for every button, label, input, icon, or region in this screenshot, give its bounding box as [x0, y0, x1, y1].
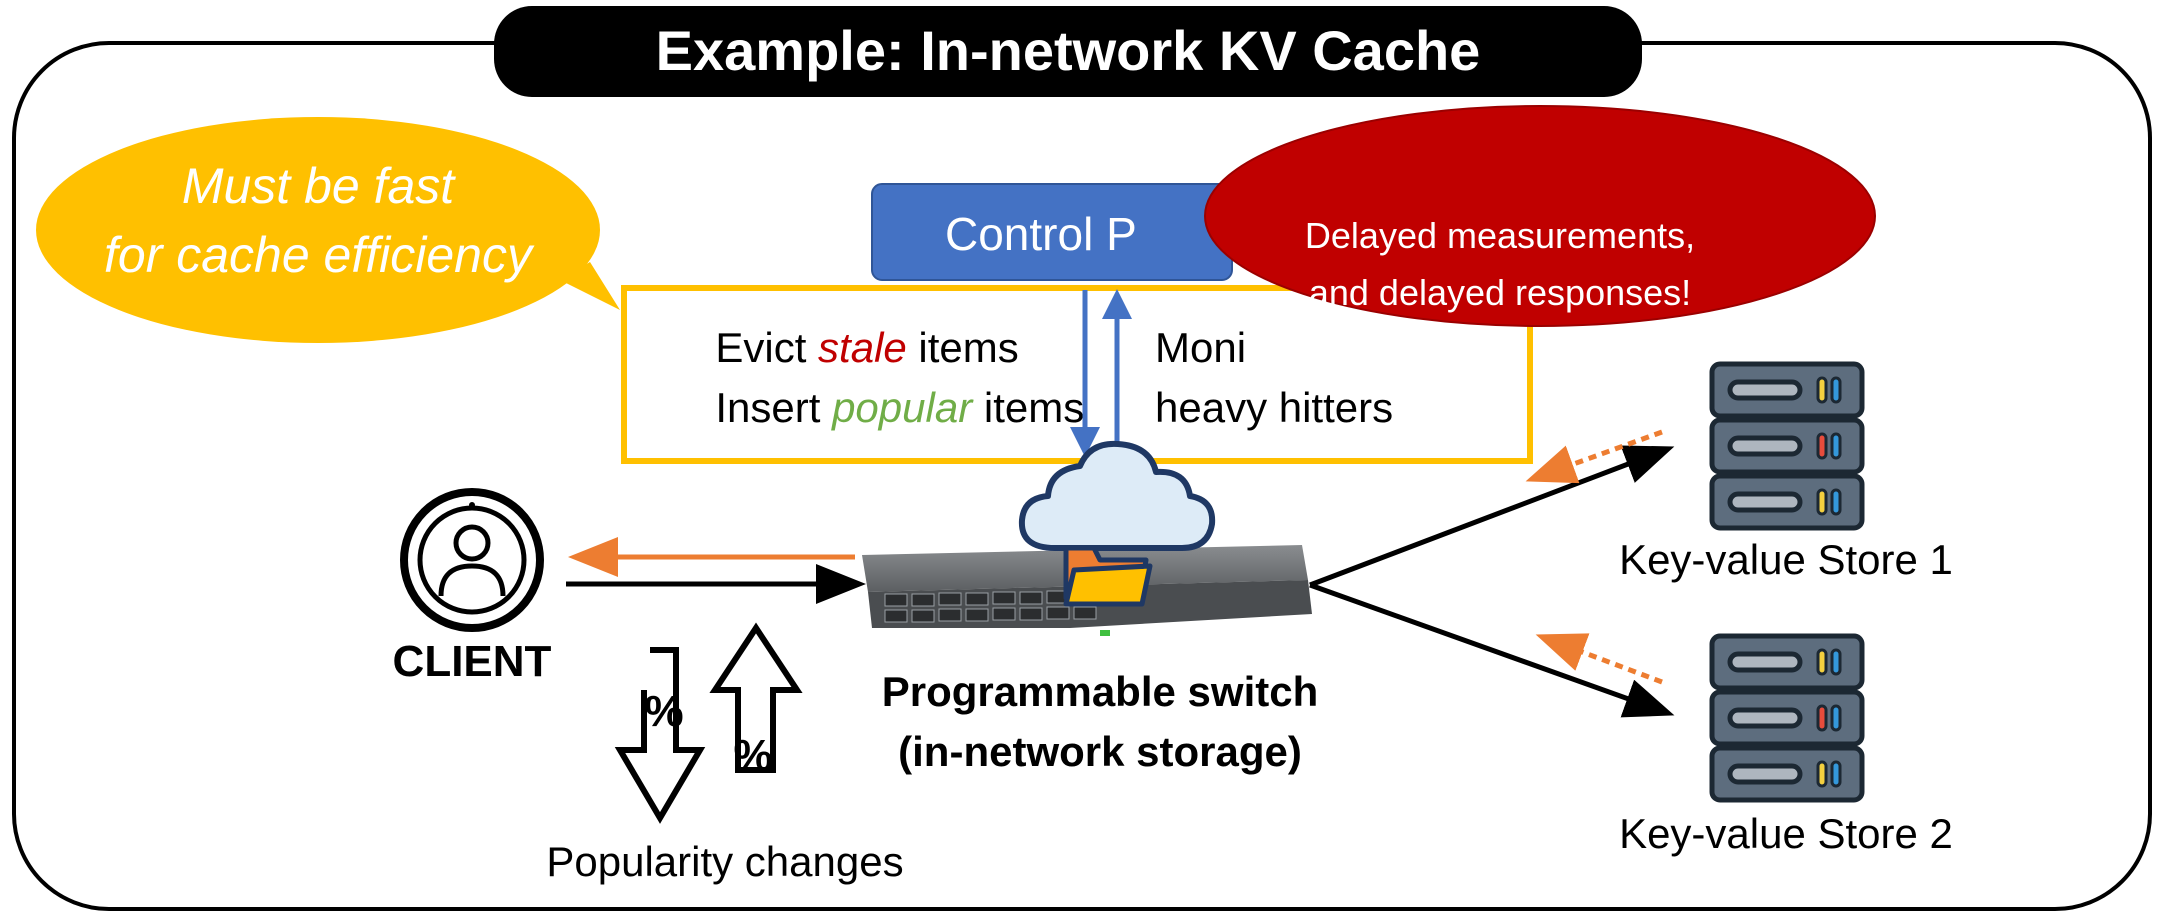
delay-bubble-line2: and delayed responses!: [1309, 272, 1691, 313]
heavy-hitters-text: heavy hitters: [1155, 384, 1393, 431]
switch-label-line1: Programmable switch: [882, 668, 1318, 715]
title-banner: Example: In-network KV Cache: [494, 6, 1642, 97]
server-icon-1: [1709, 361, 1865, 531]
client-label: CLIENT: [393, 637, 552, 686]
fast-bubble: Must be fast for cache efficiency: [36, 117, 620, 343]
insert-emph: popular: [830, 384, 974, 431]
popularity-label: Popularity changes: [546, 838, 903, 885]
store2-response-arrow: [1535, 633, 1663, 685]
popularity-pct-1: %: [644, 687, 683, 736]
insert-prefix: Insert: [715, 384, 832, 431]
evict-rule: Evict stale items: [657, 324, 1054, 371]
fast-bubble-line1: Must be fast: [182, 158, 456, 214]
switch-to-store2-arrow: [1309, 582, 1675, 718]
title-text: Example: In-network KV Cache: [656, 19, 1481, 82]
popularity-pct-2: %: [733, 731, 772, 780]
client-icon: [400, 488, 544, 632]
switch-to-store1-arrow: [1309, 445, 1675, 588]
monitor-rule-partial: Moni: [1155, 324, 1246, 371]
popularity-change-icon: [614, 622, 803, 824]
switch-label-line2: (in-network storage): [898, 728, 1302, 775]
cloud-storage-icon: [1018, 440, 1216, 607]
control-plane-box: Control P: [871, 183, 1233, 281]
store1-response-arrow: [1525, 429, 1663, 484]
evict-suffix: items: [907, 324, 1019, 371]
delay-bubble: Delayed measurements, and delayed respon…: [1204, 105, 1876, 327]
store1-label: Key-value Store 1: [1619, 536, 1953, 583]
control-plane-label: Control P: [945, 208, 1137, 260]
insert-suffix: items: [972, 384, 1084, 431]
evict-prefix: Evict: [715, 324, 818, 371]
fast-bubble-line2: for cache efficiency: [104, 227, 535, 283]
server-icon-2: [1709, 633, 1865, 803]
evict-emph: stale: [818, 324, 907, 371]
delay-bubble-line1: Delayed measurements,: [1305, 215, 1695, 256]
insert-rule: Insert popular items: [657, 384, 1119, 431]
store2-label: Key-value Store 2: [1619, 810, 1953, 857]
